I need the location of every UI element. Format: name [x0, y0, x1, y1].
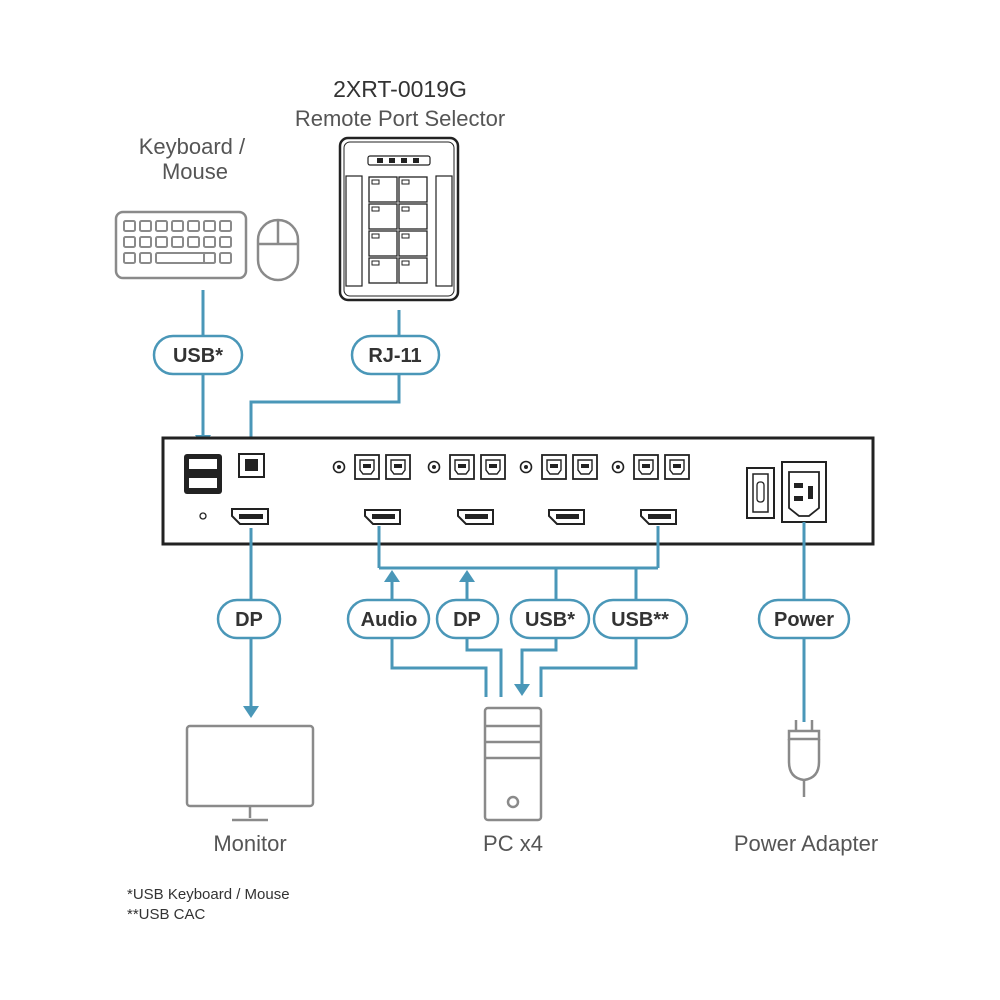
console-dp-port-icon	[231, 508, 269, 525]
usb-cac-pill-label: USB**	[611, 609, 669, 631]
monitor-label: Monitor	[213, 831, 286, 856]
power-pill-label: Power	[774, 609, 834, 631]
dp-pc-pill: DP	[435, 598, 500, 640]
dp-monitor-pill: DP	[216, 598, 282, 640]
monitor-dp-arrow	[243, 706, 259, 718]
rj11-port-icon	[238, 453, 265, 478]
power-plug-icon	[787, 720, 821, 797]
rj11-pill-label: RJ-11	[368, 345, 421, 367]
monitor-icon	[185, 724, 315, 822]
product-model-title: 2XRT-0019G	[333, 76, 467, 102]
power-pill: Power	[757, 598, 851, 640]
usb-pc-pill: USB*	[509, 598, 591, 640]
footnote-usb-keyboard: *USB Keyboard / Mouse	[127, 886, 290, 903]
reset-hole-icon	[199, 512, 207, 520]
usb-keyboard-pill-label: USB*	[173, 345, 223, 367]
remote-port-selector-icon	[338, 136, 460, 302]
kvm-switch-chassis	[161, 436, 875, 546]
pc-tower-icon	[483, 706, 543, 822]
footnote-usb-cac: **USB CAC	[127, 906, 206, 923]
dp-pc-arrow	[459, 570, 475, 582]
rj11-pill: RJ-11	[350, 334, 441, 376]
keyboard-mouse-label: Keyboard / Mouse	[139, 134, 252, 184]
power-adapter-label: Power Adapter	[734, 831, 878, 856]
dp-pc-pill-label: DP	[453, 609, 481, 631]
usb-a-port-icon	[184, 454, 222, 494]
rj11-cable	[249, 310, 401, 452]
power-switch-icon	[746, 467, 775, 519]
keyboard-mouse-label-line1: Keyboard /	[139, 134, 246, 159]
keyboard-mouse-label-line2: Mouse	[162, 159, 228, 184]
mouse-icon	[256, 218, 300, 282]
audio-pill-label: Audio	[361, 609, 418, 631]
usb-cac-pill: USB**	[592, 598, 689, 640]
keyboard-icon	[114, 210, 248, 280]
audio-pill: Audio	[346, 598, 431, 640]
pc-label: PC x4	[483, 831, 543, 856]
power-inlet-icon	[781, 461, 827, 523]
usb-pc-arrow	[514, 684, 530, 696]
dp-monitor-pill-label: DP	[235, 609, 263, 631]
usb-pc-pill-label: USB*	[525, 609, 575, 631]
usb-keyboard-pill: USB*	[152, 334, 244, 376]
product-name-title: Remote Port Selector	[295, 106, 505, 131]
audio-arrow	[384, 570, 400, 582]
